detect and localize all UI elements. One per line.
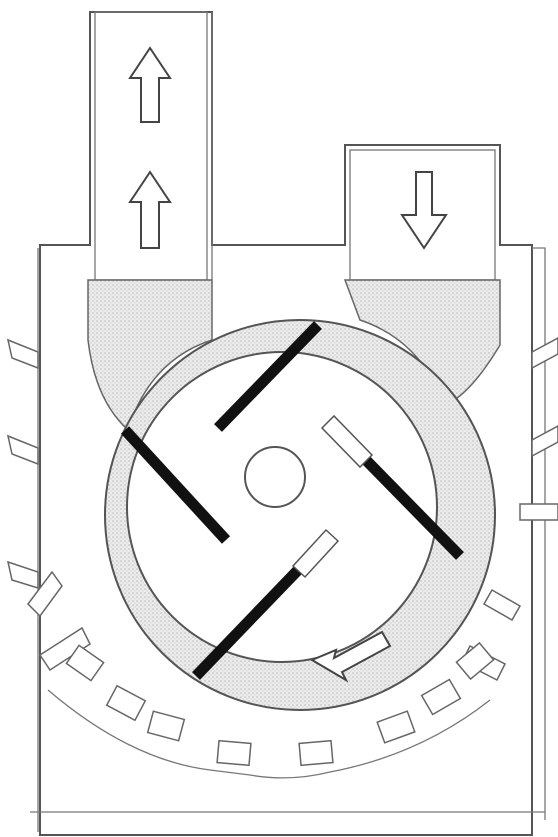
shaft-hub (245, 447, 305, 507)
up-arrow-icon (130, 48, 170, 122)
outlet-arrows (130, 48, 170, 248)
down-arrow-icon (402, 172, 446, 248)
up-arrow-icon (130, 172, 170, 248)
left-fins (8, 340, 90, 670)
